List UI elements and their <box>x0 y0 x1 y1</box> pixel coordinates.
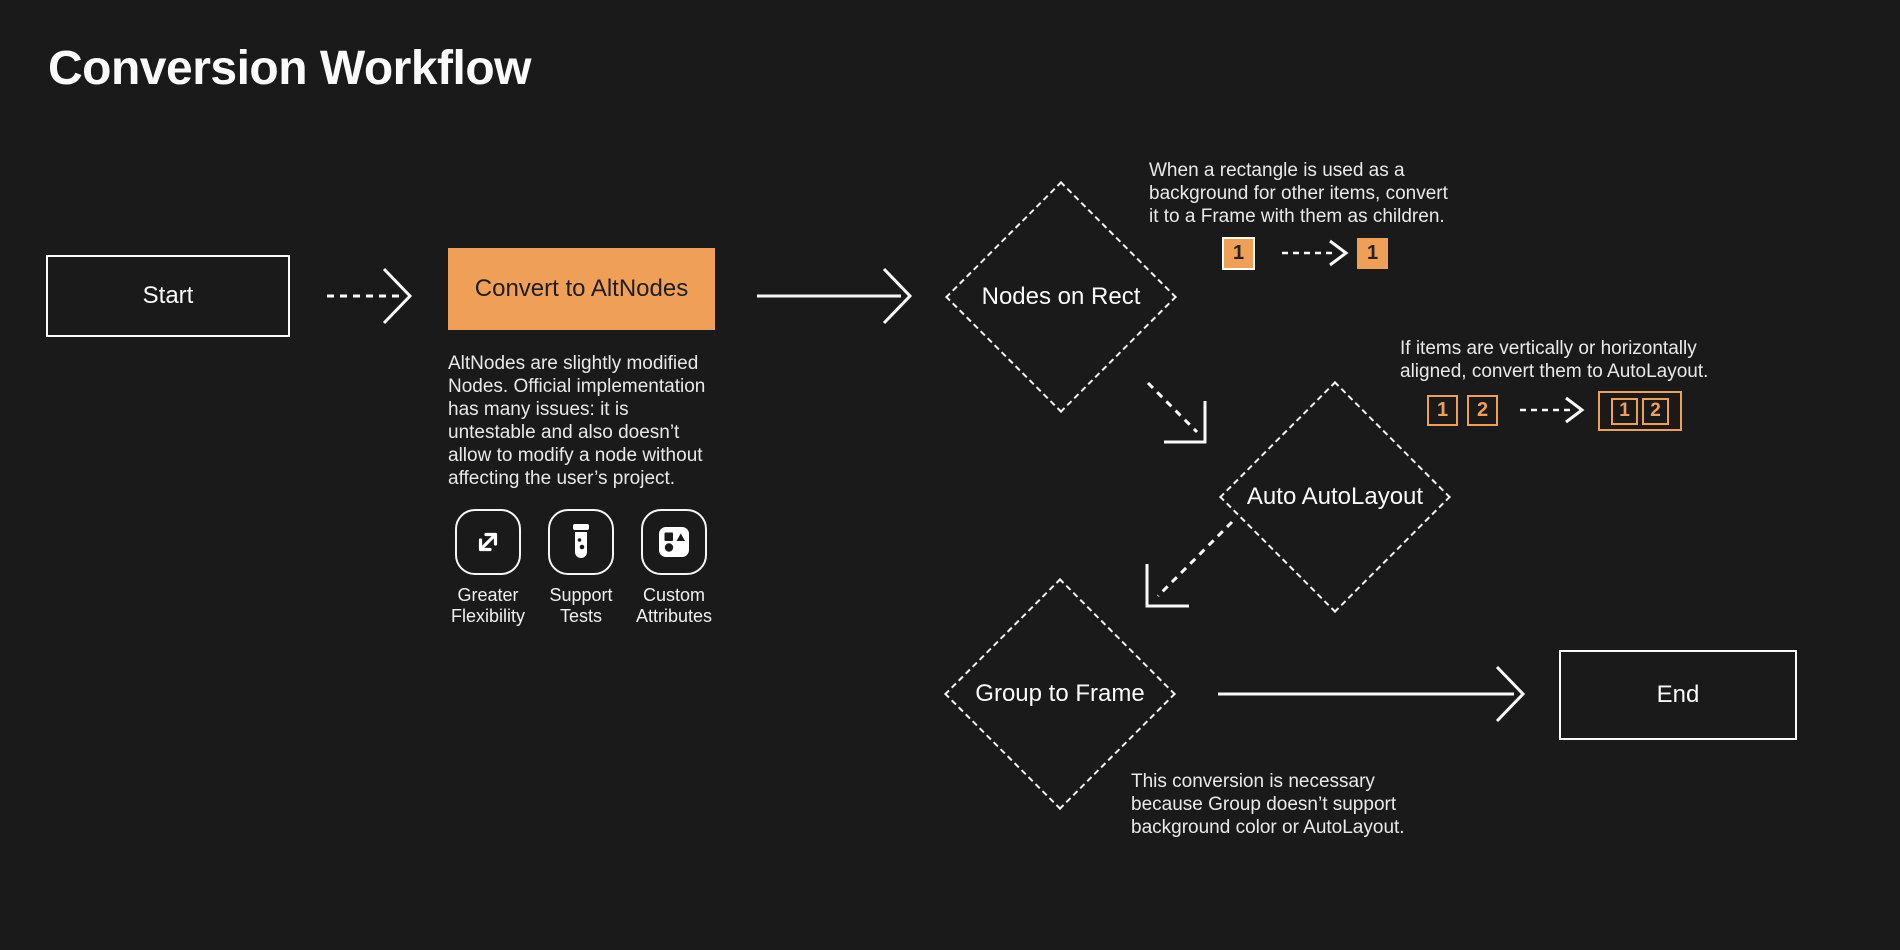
feature-support-tests: Support Tests <box>536 509 626 627</box>
group-to-frame-label: Group to Frame <box>975 680 1145 707</box>
mini-arrow-items-to-autolayout <box>1520 396 1585 424</box>
altnodes-features: Greater Flexibility Support Tests <box>443 509 719 627</box>
auto-autolayout-label: Auto AutoLayout <box>1246 483 1424 510</box>
feature-greater-flexibility: Greater Flexibility <box>443 509 533 627</box>
convert-to-altnodes-node: Convert to AltNodes <box>448 248 715 330</box>
feature-label: Support Tests <box>549 585 613 626</box>
group-to-frame-node: Group to Frame <box>944 578 1176 810</box>
page-title: Conversion Workflow <box>48 42 532 95</box>
rect-to-frame-annotation: When a rectangle is used as a background… <box>1149 160 1448 227</box>
demo-frame-after-token: 1 <box>1357 238 1388 269</box>
start-node-label: Start <box>142 282 194 309</box>
feature-custom-attributes: Custom Attributes <box>629 509 719 627</box>
arrow-convert-to-nodes-on-rect <box>757 267 913 325</box>
demo-item-2-token: 2 <box>1642 397 1669 425</box>
feature-label: Custom Attributes <box>635 585 713 626</box>
auto-autolayout-node: Auto AutoLayout <box>1219 381 1451 613</box>
mini-arrow-rect-to-frame <box>1282 239 1349 267</box>
group-frame-annotation: This conversion is necessary because Gro… <box>1131 771 1405 838</box>
end-node: End <box>1559 650 1797 740</box>
autolayout-annotation: If items are vertically or horizontally … <box>1400 338 1709 382</box>
expand-arrows-icon <box>455 509 521 575</box>
feature-label: Greater Flexibility <box>450 585 525 626</box>
end-node-label: End <box>1656 681 1700 708</box>
nodes-on-rect-node: Nodes on Rect <box>945 181 1177 413</box>
demo-item-1-token: 1 <box>1427 395 1458 426</box>
nodes-on-rect-label: Nodes on Rect <box>981 283 1141 310</box>
convert-to-altnodes-label: Convert to AltNodes <box>474 275 689 302</box>
test-tube-icon <box>548 509 614 575</box>
demo-rect-before-token: 1 <box>1222 237 1255 270</box>
demo-autolayout-group: 1 2 <box>1598 391 1682 431</box>
arrow-group-to-frame-to-end <box>1218 665 1526 723</box>
start-node: Start <box>46 255 290 337</box>
altnodes-description: AltNodes are slightly modified Nodes. Of… <box>448 353 706 489</box>
shapes-icon <box>641 509 707 575</box>
demo-item-2-token: 2 <box>1467 395 1498 426</box>
arrow-start-to-convert <box>327 267 413 325</box>
demo-item-1-token: 1 <box>1611 397 1638 425</box>
